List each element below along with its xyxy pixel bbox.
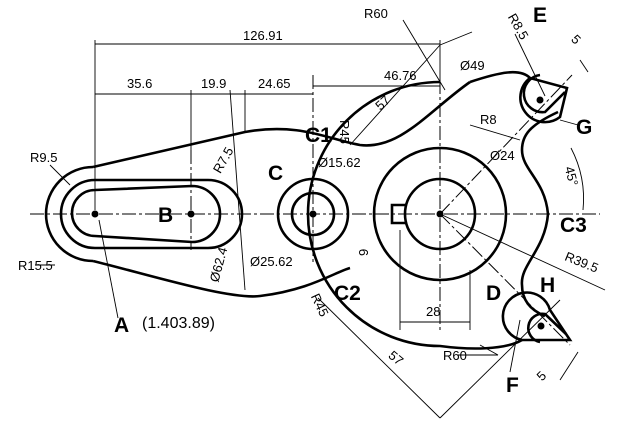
- label-h: H: [540, 274, 555, 297]
- dim-24-65: 24.65: [258, 76, 291, 91]
- point-e-dot: [536, 96, 544, 104]
- lug-top-notch: [522, 73, 566, 114]
- point-a-dot: [91, 210, 99, 218]
- left-end-arc-r15-5: [44, 165, 94, 263]
- label-a-coordinate: (1.403.89): [142, 315, 215, 332]
- dim-r45-top: R45: [337, 120, 352, 144]
- lug-top: [519, 76, 569, 124]
- label-c1: C1: [305, 124, 332, 147]
- slot-outer: [59, 178, 244, 250]
- dim-28: 28: [426, 304, 440, 319]
- dim-dia-25-62: Ø25.62: [250, 254, 293, 269]
- lug-bottom: [501, 291, 573, 342]
- label-c: C: [268, 162, 283, 185]
- dimension-lines: [35, 19, 606, 419]
- circle-d-outer: [372, 146, 508, 282]
- dim-dia-62-4: Ø62.4: [207, 246, 231, 284]
- label-f: F: [506, 374, 519, 397]
- label-g: G: [576, 116, 592, 139]
- keyway: [390, 203, 407, 225]
- label-b: B: [158, 204, 173, 227]
- dim-r7-5: R7.5: [210, 144, 237, 175]
- label-e: E: [533, 4, 547, 27]
- dim-r9-5: R9.5: [30, 150, 57, 165]
- dim-overall-width: 126.91: [243, 28, 283, 43]
- left-arm-outline: [92, 80, 471, 298]
- label-c3: C3: [560, 214, 587, 237]
- centerline-d-e: [439, 74, 573, 215]
- dim-46-76: 46.76: [384, 68, 417, 83]
- dim-5-top: 5: [568, 32, 584, 48]
- label-d: D: [486, 282, 501, 305]
- dim-35-6: 35.6: [127, 76, 152, 91]
- lug-bottom-notch: [527, 312, 567, 344]
- centerline-d-h: [439, 213, 571, 346]
- point-c-dot: [309, 210, 317, 218]
- slot-inner: [70, 184, 222, 244]
- dim-r39-5: R39.5: [563, 249, 601, 276]
- dim-angle-45: 45°: [562, 165, 582, 188]
- dim-5-bottom: 5: [534, 368, 550, 384]
- dim-r60-bottom: R60: [443, 348, 467, 363]
- label-a: A: [114, 314, 129, 337]
- dim-57-bottom: 57: [386, 348, 407, 369]
- dim-r8: R8: [480, 112, 497, 127]
- dim-r60-top: R60: [364, 6, 388, 21]
- dim-dia-24: Ø24: [490, 148, 515, 163]
- dim-9: 9: [356, 249, 371, 256]
- dim-r45-bottom: R45: [308, 291, 332, 319]
- circle-d-inner: [403, 177, 477, 251]
- dim-r15-5: R15.5: [18, 258, 53, 273]
- point-b-dot: [187, 210, 195, 218]
- dim-57-top: 57: [372, 92, 393, 113]
- dim-dia-49: Ø49: [460, 58, 485, 73]
- circle-c-inner: [290, 191, 336, 237]
- dim-r8-5: R8.5: [505, 11, 532, 42]
- dim-dia-15-62: Ø15.62: [318, 155, 361, 170]
- label-c2: C2: [334, 282, 361, 305]
- dim-19-9: 19.9: [201, 76, 226, 91]
- body-outline: [306, 70, 559, 350]
- point-h-dot: [537, 322, 545, 330]
